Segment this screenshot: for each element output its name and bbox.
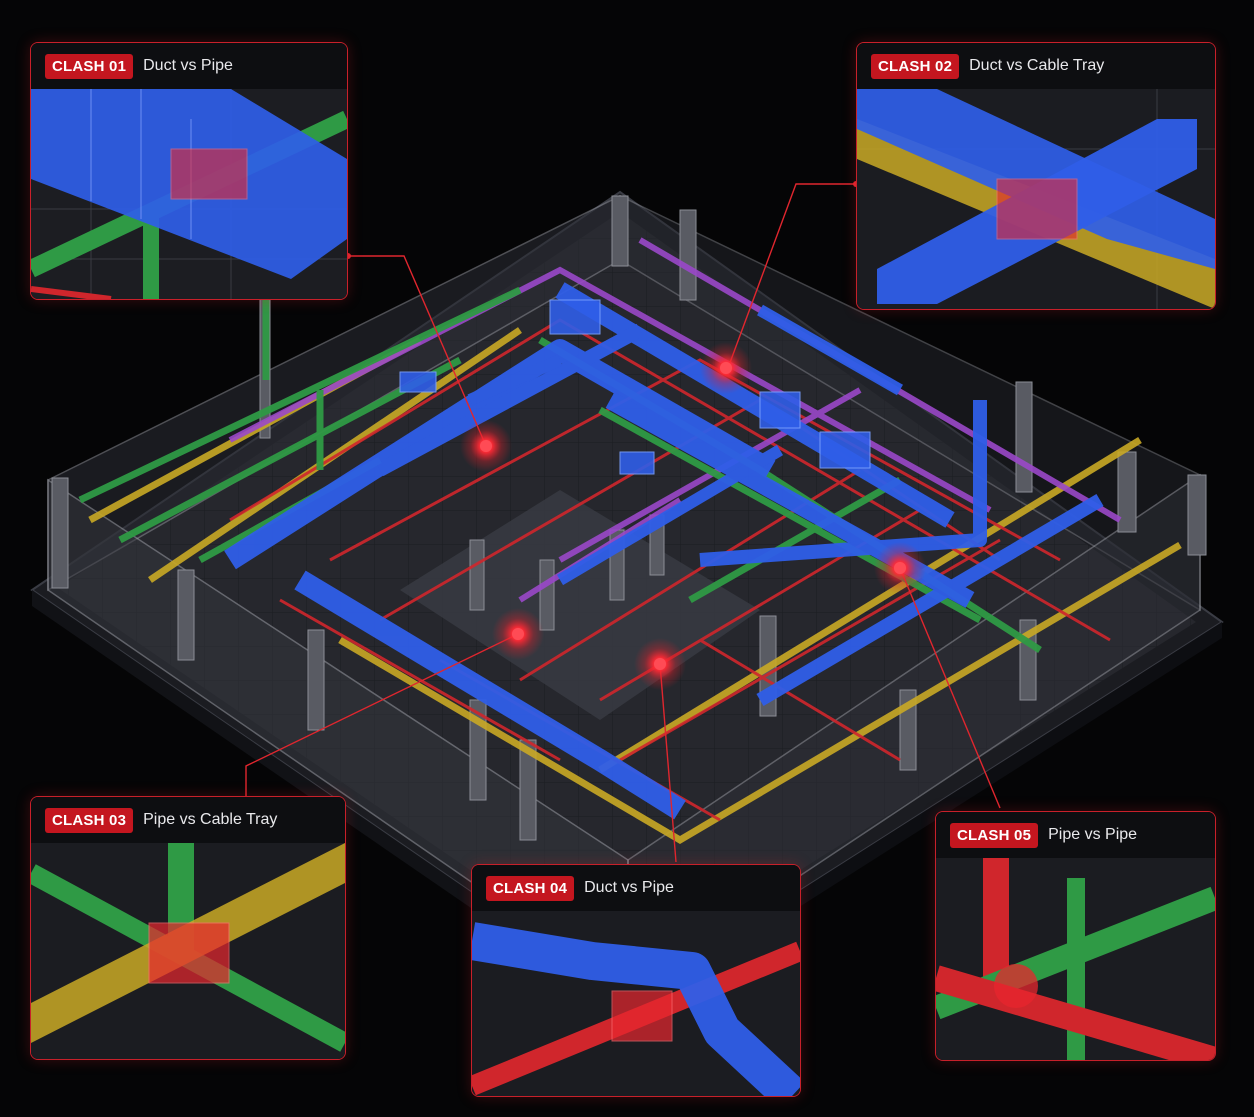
clash-panel-header: CLASH 03 Pipe vs Cable Tray — [31, 797, 345, 843]
leader-lines — [245, 183, 1001, 863]
clash-tag: CLASH 03 — [45, 807, 134, 833]
clash-tag: CLASH 04 — [486, 875, 575, 901]
clash-closeup-view — [857, 89, 1215, 309]
clash-panel-header: CLASH 02 Duct vs Cable Tray — [857, 43, 1215, 89]
blue-ducts — [224, 282, 1104, 820]
clash-marker-04[interactable] — [634, 638, 686, 690]
clash-tag: CLASH 02 — [871, 53, 960, 79]
clash-panel-01[interactable]: CLASH 01 Duct vs Pipe — [30, 42, 348, 300]
clash-panel-05[interactable]: CLASH 05 Pipe vs Pipe — [935, 811, 1216, 1061]
clash-closeup-view — [31, 843, 345, 1059]
clash-title: Pipe vs Cable Tray — [143, 811, 278, 828]
clash-marker-02[interactable] — [700, 342, 752, 394]
clash-panel-header: CLASH 05 Pipe vs Pipe — [936, 812, 1215, 858]
clash-panel-header: CLASH 01 Duct vs Pipe — [31, 43, 347, 89]
clash-panel-04[interactable]: CLASH 04 Duct vs Pipe — [471, 864, 801, 1097]
clash-title: Pipe vs Pipe — [1048, 826, 1138, 843]
clash-panel-02[interactable]: CLASH 02 Duct vs Cable Tray — [856, 42, 1216, 310]
clash-panel-03[interactable]: CLASH 03 Pipe vs Cable Tray — [30, 796, 346, 1060]
clash-title: Duct vs Pipe — [584, 879, 674, 896]
clash-closeup-view — [31, 89, 347, 299]
clash-closeup-view — [936, 858, 1215, 1060]
clash-marker-01[interactable] — [460, 420, 512, 472]
clash-marker-03[interactable] — [492, 608, 544, 660]
clash-marker-05[interactable] — [874, 542, 926, 594]
clash-title: Duct vs Pipe — [143, 57, 233, 74]
clash-tag: CLASH 01 — [45, 53, 134, 79]
clash-panel-header: CLASH 04 Duct vs Pipe — [472, 865, 800, 911]
clash-closeup-view — [472, 911, 800, 1096]
clash-title: Duct vs Cable Tray — [969, 57, 1105, 74]
clash-tag: CLASH 05 — [950, 822, 1039, 848]
duct-equipment — [399, 299, 871, 475]
